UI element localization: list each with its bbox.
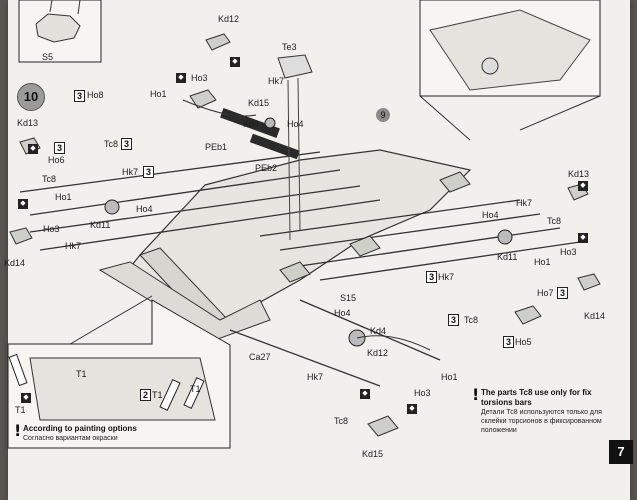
label-kd12-top: Kd12 — [218, 14, 240, 24]
te3-plate — [277, 54, 313, 79]
qty-box-tc8-d: 3 — [448, 314, 460, 326]
label-te3: Te3 — [282, 42, 297, 52]
label-kd12-bottom: Kd12 — [367, 348, 389, 358]
label-ho3-c: Ho3 — [560, 247, 577, 257]
page-number: 7 — [609, 440, 633, 464]
qty-box-hk7-b: 3 — [143, 166, 155, 178]
label-ho4-d: Ho4 — [334, 308, 351, 318]
label-ho8: Ho8 — [87, 90, 104, 100]
label-tc8-c: Tc8 — [547, 216, 562, 226]
qty-box-ho8: 3 — [74, 90, 86, 102]
label-s15: S15 — [340, 293, 357, 303]
label-ho1-d: Ho1 — [441, 372, 458, 382]
label-peb1: PEb1 — [205, 142, 228, 152]
painting-note-ru: Согласно вариантам окраски — [23, 435, 118, 442]
qty-box-ho6: 3 — [54, 142, 66, 154]
sub-step-number: 9 — [376, 108, 390, 122]
label-tc8-e: Tc8 — [334, 416, 349, 426]
glue-icon: ◆ — [360, 389, 370, 399]
glue-icon: ◆ — [28, 144, 38, 154]
label-kd4-a: Kd4 — [243, 119, 260, 129]
label-peb2: PEb2 — [255, 163, 278, 173]
qty-box-tc8-a: 3 — [121, 138, 133, 150]
warning-icon: ! — [14, 421, 22, 440]
glue-icon: ◆ — [21, 393, 31, 403]
qty-box-ho7: 3 — [557, 287, 569, 299]
glue-icon: ◆ — [18, 199, 28, 209]
label-ho1-c: Ho1 — [534, 257, 551, 267]
glue-icon: ◆ — [230, 57, 240, 67]
label-kd13-right: Kd13 — [568, 169, 590, 179]
painting-note: According to painting options Согласно в… — [23, 424, 163, 443]
inset-s5-part — [35, 13, 81, 43]
kd4-hub-top — [264, 117, 276, 129]
glue-icon: ◆ — [407, 404, 417, 414]
label-tc8-b: Tc8 — [42, 174, 57, 184]
kd11-hub-left — [104, 199, 120, 215]
label-t1-b: T1 — [15, 405, 26, 415]
label-ho4-a: Ho4 — [287, 119, 304, 129]
label-kd11-a: Kd11 — [90, 220, 111, 230]
label-ho7: Ho7 — [537, 288, 554, 298]
tc8-note: The parts Tc8 use only for fix torsions … — [471, 388, 621, 435]
label-kd4-b: Kd4 — [370, 326, 387, 336]
label-ho3-b: Ho3 — [43, 224, 60, 234]
label-ho4-c: Ho4 — [482, 210, 499, 220]
tc8-note-en: The parts Tc8 use only for fix torsions … — [481, 388, 592, 407]
label-kd13-left: Kd13 — [17, 118, 39, 128]
glue-icon: ◆ — [176, 73, 186, 83]
detail-hull — [29, 357, 216, 421]
label-tc8-d: Tc8 — [464, 315, 479, 325]
label-ho6: Ho6 — [48, 155, 65, 165]
label-tc8-a: Tc8 — [104, 139, 119, 149]
label-t1-a: T1 — [76, 369, 87, 379]
glue-icon: ◆ — [578, 181, 588, 191]
label-hk7-e: Hk7 — [438, 272, 455, 282]
label-ho3-d: Ho3 — [414, 388, 431, 398]
warning-icon: ! — [472, 385, 480, 404]
label-t1-c: T1 — [152, 390, 163, 400]
kd11-hub-right — [497, 229, 513, 245]
label-ho1-b: Ho1 — [55, 192, 72, 202]
label-kd11-b: Kd11 — [497, 252, 518, 262]
label-hk7-d: Hk7 — [516, 198, 533, 208]
label-s5: S5 — [42, 52, 54, 62]
label-kd14-left: Kd14 — [4, 258, 26, 268]
inset-hull-detail — [429, 9, 591, 91]
torsion-bars — [19, 151, 581, 387]
label-ho5: Ho5 — [515, 337, 532, 347]
label-hk7-a: Hk7 — [268, 76, 285, 86]
label-ho4-b: Ho4 — [136, 204, 153, 214]
label-kd15-b: Kd15 — [362, 449, 384, 459]
label-ca27: Ca27 — [249, 352, 271, 362]
tc8-note-ru: Детали Тс8 используются только для склей… — [481, 409, 602, 434]
detail-t1-strips — [8, 353, 205, 411]
label-hk7-f: Hk7 — [307, 372, 324, 382]
label-t1-d: T1 — [190, 384, 201, 394]
label-hk7-c: Hk7 — [65, 241, 82, 251]
step-number: 10 — [17, 83, 45, 111]
painting-note-en: According to painting options — [23, 424, 137, 433]
label-kd14-right: Kd14 — [584, 311, 606, 321]
qty-box-hk7-e: 3 — [426, 271, 438, 283]
peb2-plate — [249, 133, 300, 160]
glue-icon: ◆ — [578, 233, 588, 243]
qty-box-t1-c: 2 — [140, 389, 152, 401]
label-kd15-a: Kd15 — [248, 98, 270, 108]
label-ho1-a: Ho1 — [150, 89, 167, 99]
qty-box-ho5: 3 — [503, 336, 515, 348]
label-hk7-b: Hk7 — [122, 167, 139, 177]
label-ho3-a: Ho3 — [191, 73, 208, 83]
